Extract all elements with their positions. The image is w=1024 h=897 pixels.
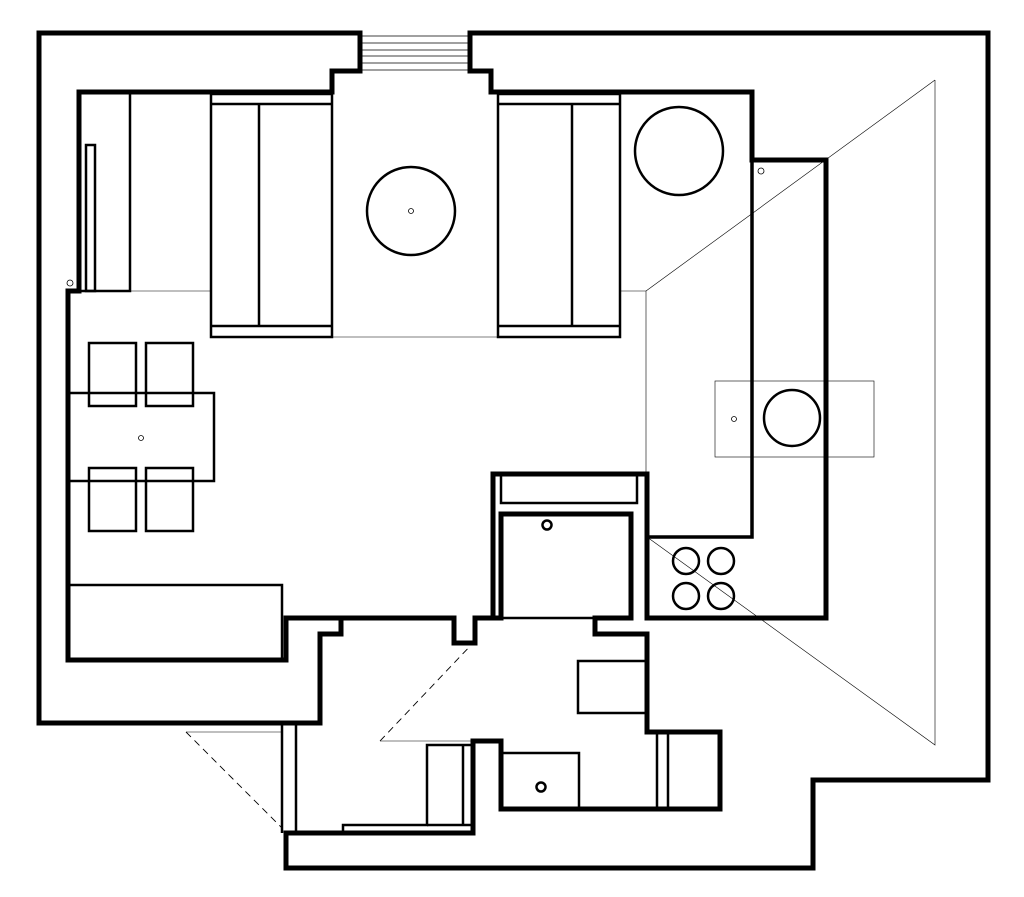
tap-point	[731, 416, 737, 422]
chair	[144, 341, 195, 408]
sink-cabinet	[714, 380, 875, 458]
ceiling-slope-outline	[646, 80, 936, 746]
light-fixture-icon	[138, 435, 144, 441]
wardrobe-door	[84, 143, 97, 293]
switch-point	[66, 279, 74, 287]
washbasin-cabinet	[499, 751, 581, 811]
round-table-center	[365, 165, 457, 257]
light-fixture-icon	[408, 208, 414, 214]
chair	[144, 466, 195, 533]
round-table-corner	[633, 105, 725, 197]
sideboard	[66, 583, 284, 662]
chair	[87, 466, 138, 533]
dining-table	[66, 391, 216, 483]
radiator	[655, 732, 670, 809]
entrance-door	[280, 723, 298, 833]
kitchen-counter-edge	[647, 160, 754, 539]
hob-icon	[671, 546, 736, 611]
ceiling-slope-line	[645, 79, 936, 292]
shower-tray-top	[499, 472, 639, 505]
chair	[87, 341, 138, 408]
wardrobe	[79, 90, 132, 293]
door-swing-icon	[379, 642, 474, 742]
plan-drawing	[36, 30, 991, 871]
washbasin-icon	[535, 781, 547, 793]
socket-point	[757, 167, 765, 175]
bathtub	[341, 743, 473, 833]
shower-drain-icon	[541, 519, 553, 531]
exterior-wall-right	[283, 30, 991, 871]
washing-machine	[576, 659, 649, 715]
exterior-wall-outline	[36, 30, 363, 726]
sink-icon	[762, 388, 822, 448]
door-swing-icon	[185, 731, 283, 829]
bed-left	[209, 92, 334, 339]
bed-right	[496, 92, 622, 339]
window-icon	[362, 35, 468, 71]
